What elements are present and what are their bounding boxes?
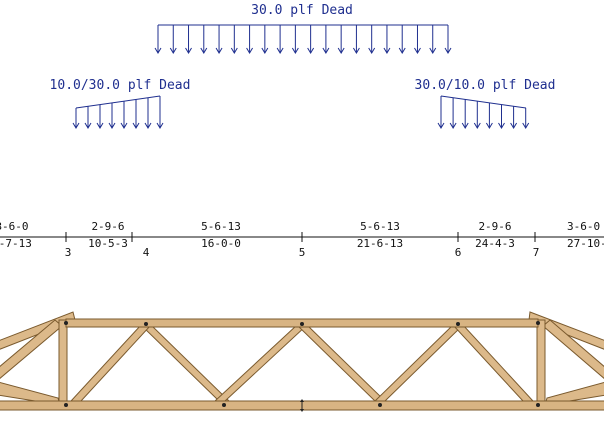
load-arrowhead [156,122,164,129]
load-arrowhead [200,47,208,54]
dim-length: 2-9-6 [478,220,511,233]
joint [64,321,68,325]
dim-cumulative: 10-5-3 [88,237,128,250]
dim-length: 2-9-6 [91,220,124,233]
top-load-label: 30.0 plf Dead [251,3,353,18]
load-arrowhead [261,47,269,54]
load-arrowhead [120,122,128,129]
load-arrowhead [185,47,192,54]
dim-length: 3-6-0 [0,220,29,233]
load-arrowhead [96,122,104,129]
node-number: 5 [299,246,306,259]
node-number: 7 [533,246,540,259]
left-load-arrows [72,96,164,129]
load-arrowhead [398,47,406,54]
load-arrowhead [108,122,116,129]
truss [0,311,604,412]
joint [64,403,68,407]
load-arrowhead [444,47,452,54]
right-load-outline [440,95,527,109]
load-arrowhead [485,122,493,129]
dim-length: 3-6-0 [567,220,600,233]
load-arrowhead [307,47,315,54]
right-trapezoid-load: 30.0/10.0 plf Dead [415,78,556,129]
center-mark-arrows [300,399,304,412]
right-end-diagonal-lower [544,382,604,406]
web-vertical [536,319,546,403]
web-diagonal [295,324,387,402]
load-arrowhead [429,47,437,54]
load-arrowhead [246,47,254,54]
load-arrowhead [449,122,457,129]
load-arrowhead [84,122,92,129]
load-arrowhead [230,47,238,54]
web-diagonal [139,324,231,402]
load-arrowhead [352,47,360,54]
load-arrowhead [322,47,330,54]
right-load-label: 30.0/10.0 plf Dead [415,78,556,93]
joint [456,322,460,326]
load-arrowhead [473,122,481,129]
right-end-diagonal [542,319,604,379]
node-number: 3 [65,246,72,259]
node-number: 4 [143,246,150,259]
load-arrowhead [383,47,391,54]
dim-cumulative: 7-7-13 [0,237,32,250]
joint [536,321,540,325]
left-load-label: 10.0/30.0 plf Dead [50,78,191,93]
top-uniform-load: 30.0 plf Dead [154,3,452,54]
load-arrowhead [437,122,445,129]
load-arrowhead [368,47,376,54]
left-trapezoid-load: 10.0/30.0 plf Dead [50,78,191,129]
dim-cumulative: 27-10- [567,237,604,250]
top-load-arrows [154,25,452,54]
load-arrowhead [276,47,284,54]
joint [536,403,540,407]
joint [222,403,226,407]
web-vertical [58,319,68,403]
joint [300,322,304,326]
web-diagonal [69,324,153,402]
joint [378,403,382,407]
left-load-outline [75,95,161,109]
load-arrowhead [154,47,162,54]
dimension-line: 3-6-0 7-7-13 2-9-6 10-5-3 5-6-13 16-0-0 … [0,220,604,259]
joint [144,322,148,326]
load-arrowhead [291,47,299,54]
load-arrowhead [498,122,505,129]
dim-cumulative: 24-4-3 [475,237,515,250]
dim-cumulative: 16-0-0 [201,237,241,250]
load-arrowhead [510,122,518,129]
load-arrowhead [215,47,223,54]
load-arrowhead [414,47,421,54]
dim-cumulative: 21-6-13 [357,237,403,250]
load-arrowhead [522,122,530,129]
load-arrowhead [337,47,345,54]
right-load-arrows [437,96,530,129]
node-number: 6 [455,246,462,259]
web-diagonal [373,324,465,402]
web-diagonal [451,324,535,402]
load-arrowhead [461,122,469,129]
load-arrowhead [169,47,177,54]
load-arrowhead [72,122,80,129]
dim-length: 5-6-13 [201,220,241,233]
load-arrowhead [144,122,152,129]
web-diagonal [213,324,309,402]
load-arrowhead [132,122,140,129]
dim-length: 5-6-13 [360,220,400,233]
